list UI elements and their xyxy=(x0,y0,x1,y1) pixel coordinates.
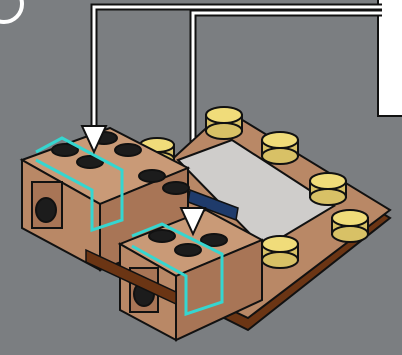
yellow-stud xyxy=(332,210,368,242)
yellow-stud xyxy=(262,132,298,164)
yellow-stud xyxy=(310,173,346,205)
step-circle xyxy=(0,0,22,22)
callout-box xyxy=(378,0,402,116)
yellow-stud xyxy=(262,236,298,268)
yellow-stud xyxy=(206,107,242,139)
